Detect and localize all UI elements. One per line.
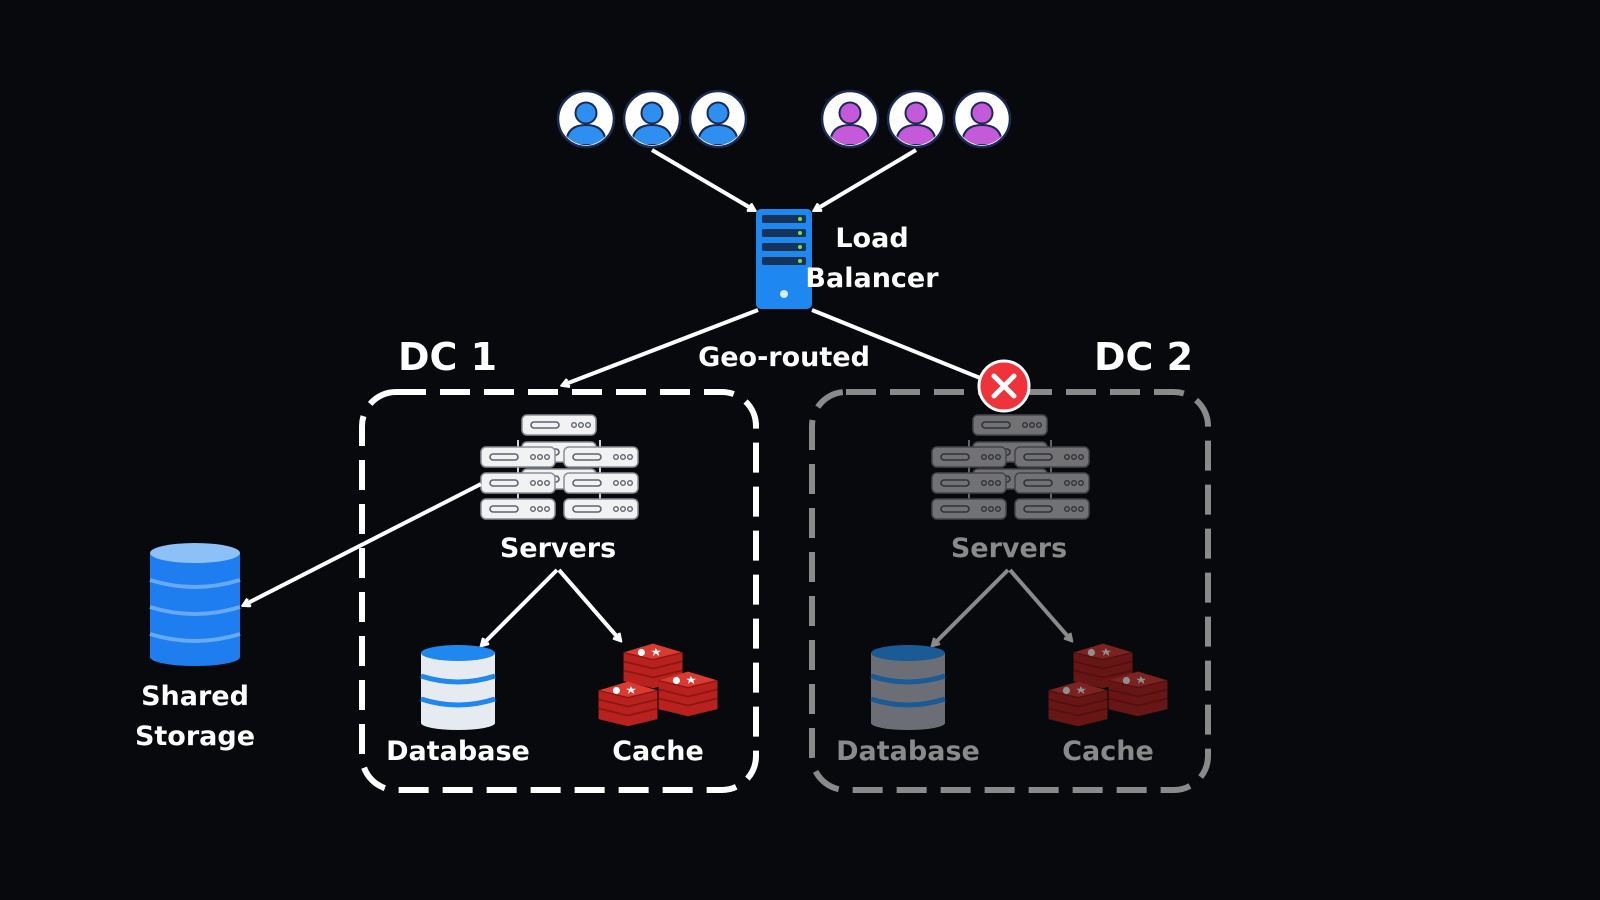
server-cluster-icon [480, 414, 639, 520]
user-icon [954, 91, 1010, 147]
shared-storage-icon [149, 543, 241, 666]
server-rack-icon [756, 209, 812, 309]
dc1-boundary [359, 389, 759, 793]
cache-icon [597, 642, 719, 728]
arrow-servers-to-shared-storage [244, 482, 482, 605]
arrow-servers-to-db [933, 568, 1010, 645]
arrow-users-to-lb [650, 148, 754, 210]
dc1-title: DC 1 [398, 335, 497, 379]
cache-icon [1047, 642, 1169, 728]
server-cluster-icon [931, 414, 1090, 520]
line-lb-to-dc2 [811, 308, 991, 384]
user-icon [624, 91, 680, 147]
lb-label-line2: Balancer [805, 263, 939, 294]
dc1-database-label: Database [386, 736, 530, 767]
user-icon [822, 91, 878, 147]
dc1-cache-label: Cache [612, 736, 704, 767]
shared-storage-label-line2: Storage [135, 721, 255, 752]
arrow-servers-to-cache [557, 568, 620, 640]
dc2-boundary [809, 389, 1211, 793]
arrow-servers-to-cache [1008, 568, 1071, 640]
blue-user-group [558, 91, 746, 147]
arrow-users-to-lb [815, 148, 918, 210]
shared-storage-label-line1: Shared [141, 681, 249, 712]
arrow-lb-to-dc1 [563, 308, 759, 385]
user-icon [558, 91, 614, 147]
dc2-servers-label: Servers [951, 533, 1067, 564]
dc1-servers-label: Servers [500, 533, 616, 564]
routing-label: Geo-routed [698, 342, 870, 373]
user-icon [690, 91, 746, 147]
failure-x-icon [977, 359, 1031, 413]
dc2-title: DC 2 [1094, 335, 1193, 379]
lb-label-line1: Load [835, 223, 908, 254]
dc2-database-label: Database [836, 736, 980, 767]
database-icon [870, 645, 946, 730]
user-icon [888, 91, 944, 147]
database-icon [420, 645, 496, 730]
arrow-servers-to-db [482, 568, 559, 645]
dc2-cache-label: Cache [1062, 736, 1154, 767]
purple-user-group [822, 91, 1010, 147]
